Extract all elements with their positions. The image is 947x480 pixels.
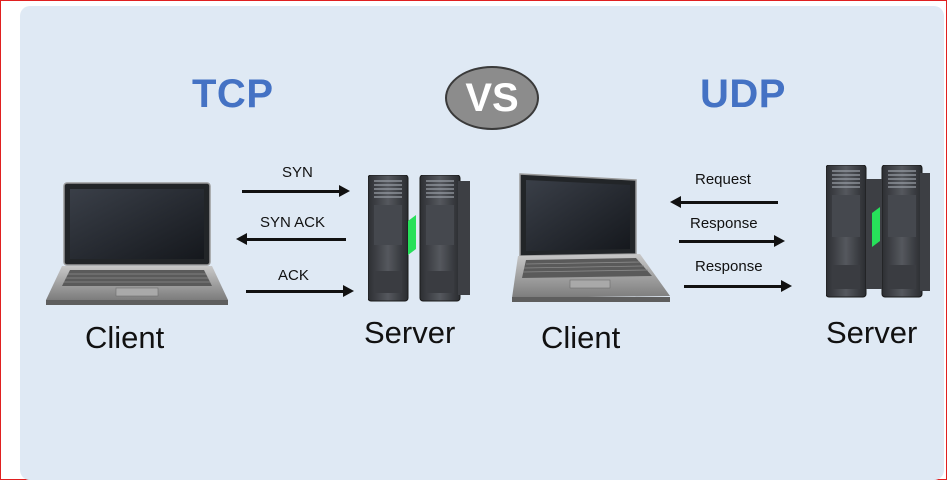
- tcp-server-label: Server: [364, 315, 456, 350]
- tcp-client-laptop-icon: [46, 182, 228, 305]
- tcp-title: TCP: [192, 72, 274, 116]
- udp-request-label: Request: [695, 171, 751, 188]
- vs-label: VS: [465, 75, 519, 120]
- tcp-synack-label: SYN ACK: [260, 214, 326, 231]
- tcp-syn-arrow: [242, 185, 350, 197]
- udp-response-1-arrow: [679, 235, 785, 247]
- tcp-client-label: Client: [85, 320, 165, 355]
- udp-response-2-arrow: [684, 280, 792, 292]
- udp-client-label: Client: [541, 320, 621, 355]
- tcp-syn-label: SYN: [282, 164, 313, 181]
- udp-response-2-label: Response: [695, 258, 763, 275]
- tcp-synack-arrow: [236, 233, 346, 245]
- vs-badge: VS: [445, 66, 539, 130]
- udp-client-laptop-icon: [512, 173, 670, 302]
- udp-title: UDP: [700, 72, 786, 116]
- udp-request-arrow: [670, 196, 778, 208]
- tcp-ack-arrow: [246, 285, 354, 297]
- udp-server-icon: [826, 165, 930, 298]
- tcp-ack-label: ACK: [278, 267, 309, 284]
- tcp-server-icon: [368, 175, 470, 302]
- udp-server-label: Server: [826, 315, 918, 350]
- udp-response-1-label: Response: [690, 215, 758, 232]
